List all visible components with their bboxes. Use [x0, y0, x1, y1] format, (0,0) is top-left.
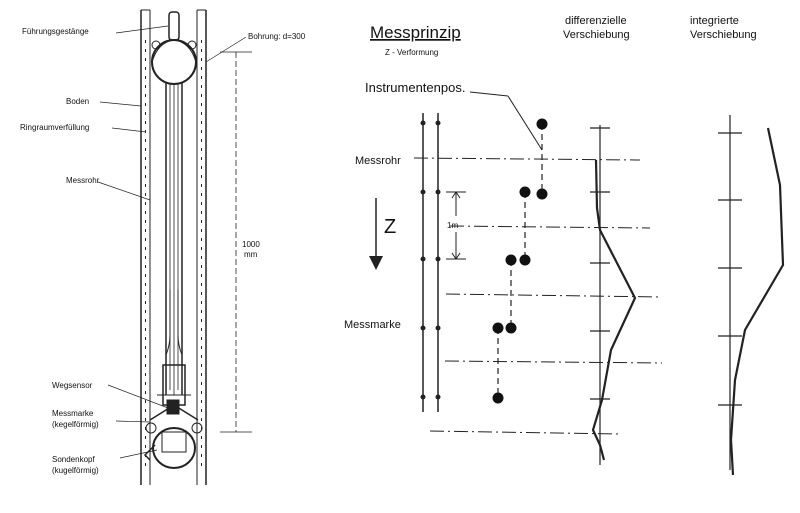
principle-drawing [369, 91, 663, 435]
differential-displacement-profile [590, 125, 637, 465]
label-wegsensor: Wegsensor [52, 381, 93, 390]
principle-title: Messprinzip [370, 23, 461, 42]
int-heading-line1: integrierte [690, 15, 739, 27]
label-messrohr-right: Messrohr [355, 155, 401, 167]
label-sondenkopf-note: (kugelförmig) [52, 466, 99, 475]
label-one-meter: 1m [447, 221, 458, 230]
label-length-value: 1000 [242, 240, 260, 249]
tube-markers [420, 120, 441, 400]
diff-heading-line1: differenzielle [565, 15, 627, 27]
diff-heading-line2: Verschiebung [563, 29, 630, 41]
label-instrumentenpos: Instrumentenpos. [365, 80, 465, 95]
principle-headings: Messprinzip Z - Verformung differenziell… [344, 15, 757, 331]
label-messrohr-left: Messrohr [66, 176, 100, 185]
label-messmarke-right: Messmarke [344, 319, 401, 331]
label-length-unit: mm [244, 250, 258, 259]
label-boden: Boden [66, 97, 89, 106]
label-z-axis: Z [384, 216, 396, 238]
label-ringraumverfuellung: Ringraumverfüllung [20, 123, 89, 132]
probe-labels: Führungsgestänge Bohrung: d=300 Boden Ri… [20, 27, 306, 475]
label-fuehrungsgestaenge: Führungsgestänge [22, 27, 89, 36]
instrument-positions [492, 118, 548, 404]
label-bohrung: Bohrung: d=300 [248, 32, 306, 41]
principle-subtitle: Z - Verformung [385, 48, 438, 57]
label-messmarke-left: Messmarke [52, 409, 94, 418]
label-sondenkopf: Sondenkopf [52, 455, 95, 464]
integrated-displacement-profile [718, 115, 785, 476]
label-messmarke-note: (kegelförmig) [52, 420, 99, 429]
probe-cross-section [97, 9, 252, 485]
int-heading-line2: Verschiebung [690, 29, 757, 41]
